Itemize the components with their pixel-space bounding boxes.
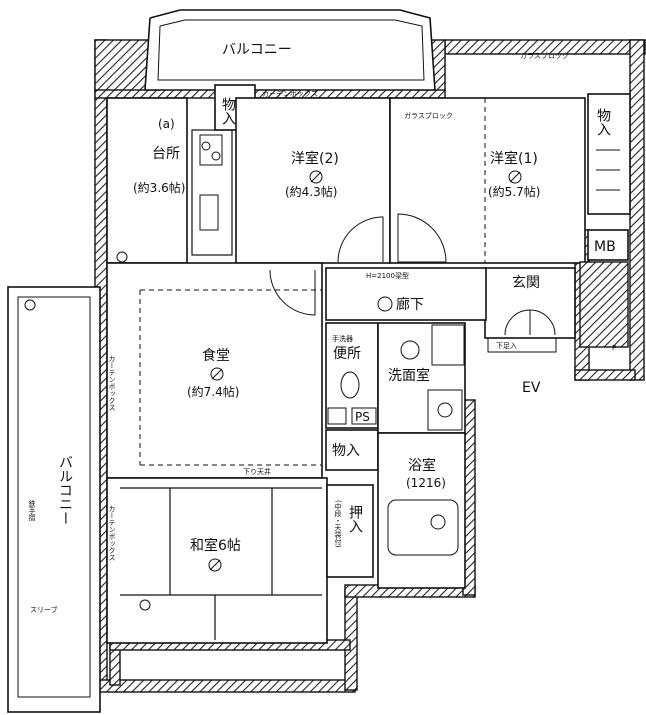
glass-block-mid: ガラスブロック (404, 111, 453, 120)
storage-mid-label: 物入 (332, 443, 360, 459)
handrail-note: 鉄手摺 (28, 499, 36, 522)
oshiire-label: 押入 (347, 505, 363, 533)
pre-label: P (612, 344, 616, 352)
toilet-note: 手洗器 (332, 334, 353, 343)
western-room-1: 洋室(1) (約5.7帖) ガラスブロック ガラスブロック (389, 51, 586, 264)
bath: 浴室 (1216) (377, 432, 466, 589)
tatami-lines (120, 487, 322, 640)
toilet-label: 便所 (333, 346, 361, 362)
entrance: 玄関 下足入 (484, 261, 629, 353)
toilet: 手洗器 便所 PS (325, 322, 379, 429)
ev-label: EV (522, 380, 541, 396)
storage-top-label: 物入 (220, 97, 236, 125)
glass-block-top: ガラスブロック (520, 51, 569, 60)
bath-size: (1216) (406, 476, 446, 490)
shoe-cabinet: 下足入 (496, 342, 517, 350)
hallway-label: 廊下 (396, 296, 424, 313)
misc-marks: P スリーブ (24, 251, 616, 614)
kitchen-size: (約3.6帖) (133, 180, 185, 195)
balcony-side-label: バルコニー (57, 455, 73, 525)
curtain-box-side2: カーテンボックス (108, 505, 116, 561)
washitsu-label: 和室6帖 (190, 537, 241, 554)
hallway-beam: H=2100梁型 (366, 271, 409, 280)
storage-right: 物入 (587, 93, 631, 215)
balcony-top: バルコニー (144, 9, 436, 91)
dining: 食堂 (約7.4帖) 下り天井 カーテンボックス (106, 262, 323, 479)
dining-label: 食堂 (202, 347, 230, 364)
western1-label: 洋室(1) (490, 150, 538, 167)
curtain-box-top: カーテンボックス (262, 90, 318, 98)
ps-label: PS (355, 410, 370, 424)
curtain-box-side: カーテンボックス (108, 355, 116, 411)
elevator-label-group: EV (522, 380, 541, 396)
entrance-label: 玄関 (512, 274, 540, 291)
washitsu: 和室6帖 カーテンボックス (106, 477, 328, 644)
storage-mid: 物入 (325, 429, 379, 471)
sleeve-label: スリーブ (30, 605, 58, 614)
kitchen-label: 台所 (152, 146, 180, 162)
ceiling-drop-label: 下り天井 (243, 467, 271, 476)
balcony-side: バルコニー 鉄手摺 (7, 286, 101, 713)
oshiire-note: (中段・天袋付) (334, 500, 342, 548)
western1-size: (約5.7帖) (488, 184, 540, 199)
dining-size: (約7.4帖) (187, 384, 239, 399)
balcony-top-label: バルコニー (222, 42, 292, 58)
mb-label: MB (594, 239, 616, 255)
western2-size: (約4.3帖) (285, 184, 337, 199)
oshiire: 押入 (中段・天袋付) (326, 484, 374, 578)
washroom-label: 洗面室 (388, 367, 430, 384)
bath-label: 浴室 (408, 457, 436, 474)
western-room-2: 洋室(2) (約4.3帖) カーテンボックス (235, 90, 391, 264)
kitchen: (a) 台所 (約3.6帖) (106, 97, 233, 264)
storage-right-label: 物入 (595, 108, 611, 136)
washroom: 洗面室 (377, 322, 466, 434)
western2-label: 洋室(2) (291, 150, 339, 167)
hallway: H=2100梁型 廊下 (325, 267, 487, 321)
meter-box: MB (587, 229, 629, 261)
kitchen-mark: (a) (158, 117, 175, 131)
